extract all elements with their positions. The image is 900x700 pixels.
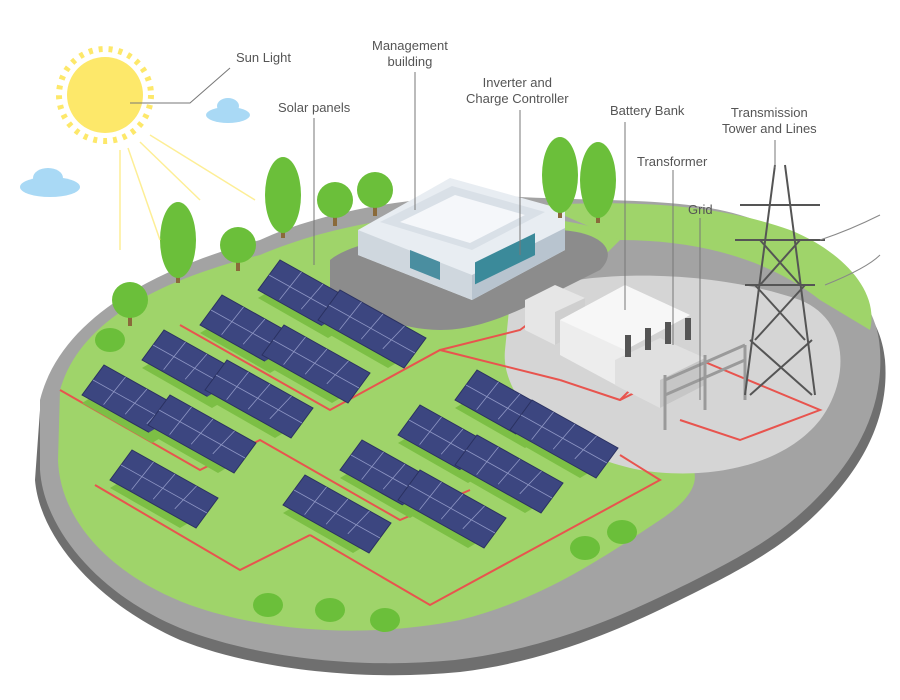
label-solar-panels: Solar panels — [278, 100, 351, 115]
solar-panel-icon — [454, 434, 564, 514]
label-transmission-line1: Transmission — [730, 105, 808, 120]
tree-icon — [370, 608, 400, 632]
solar-panel-icon — [397, 469, 507, 549]
cloud-icon — [20, 98, 250, 197]
tree-icon — [570, 536, 600, 560]
solar-panel-icon — [509, 399, 619, 479]
label-inverter-line1: Inverter and — [482, 75, 552, 90]
leader-lines — [130, 67, 776, 400]
tree-icon — [315, 598, 345, 622]
label-battery-bank: Battery Bank — [610, 103, 685, 118]
tree-icon — [580, 142, 616, 223]
tree-icon — [112, 282, 148, 326]
solar-panel-icon — [282, 474, 392, 554]
label-transformer: Transformer — [637, 154, 708, 169]
label-inverter-line2: Charge Controller — [466, 91, 569, 106]
transmission-tower — [735, 164, 881, 396]
tree-icon — [253, 593, 283, 617]
tree-icon — [95, 328, 125, 352]
label-management-line2: building — [387, 54, 433, 69]
solar-panel-icon — [317, 289, 427, 369]
solar-panel-icon — [147, 394, 257, 474]
label-inverter: Inverter and Charge Controller — [466, 75, 569, 107]
tree-icon — [542, 137, 578, 218]
solar-panel-icon — [204, 359, 314, 439]
sun-icon — [56, 46, 256, 250]
tree-icon — [317, 182, 353, 226]
label-grid: Grid — [688, 202, 713, 217]
solar-panel-icon — [109, 449, 219, 529]
tree-icon — [357, 172, 393, 216]
trees — [95, 137, 637, 632]
solar-panel-icon — [261, 324, 371, 404]
label-management-line1: Management — [372, 38, 448, 53]
label-management-building: Management building — [372, 38, 448, 70]
tree-icon — [265, 157, 301, 238]
solar-panel-field — [81, 259, 619, 554]
tree-icon — [607, 520, 637, 544]
label-sun-light: Sun Light — [236, 50, 291, 65]
tree-icon — [220, 227, 256, 271]
tree-icon — [160, 202, 196, 283]
transformer-unit — [615, 318, 705, 408]
management-building — [358, 178, 565, 300]
label-transmission: Transmission Tower and Lines — [722, 105, 817, 137]
label-transmission-line2: Tower and Lines — [722, 121, 817, 136]
